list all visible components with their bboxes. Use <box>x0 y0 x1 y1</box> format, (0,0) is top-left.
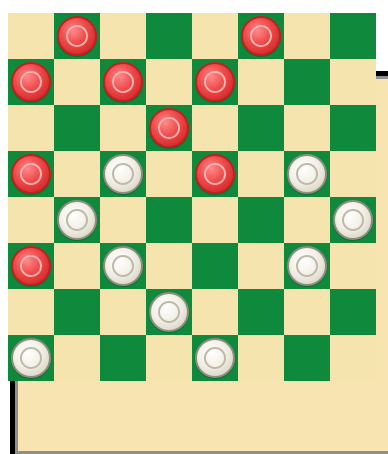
board-square-r3-c6[interactable] <box>284 151 330 197</box>
white-checker-piece[interactable] <box>287 154 327 194</box>
white-checker-piece[interactable] <box>287 246 327 286</box>
red-checker-piece[interactable] <box>11 154 51 194</box>
red-checker-piece[interactable] <box>149 108 189 148</box>
board-square-r1-c2[interactable] <box>100 59 146 105</box>
board-square-r1-c4[interactable] <box>192 59 238 105</box>
board-square-r2-c5[interactable] <box>238 105 284 151</box>
board-square-r4-c2[interactable] <box>100 197 146 243</box>
board-square-r6-c2[interactable] <box>100 289 146 335</box>
board-square-r1-c6[interactable] <box>284 59 330 105</box>
board-square-r0-c5[interactable] <box>238 13 284 59</box>
board-square-r1-c5[interactable] <box>238 59 284 105</box>
board-square-r1-c3[interactable] <box>146 59 192 105</box>
board-square-r3-c0[interactable] <box>8 151 54 197</box>
board-square-r6-c4[interactable] <box>192 289 238 335</box>
board-square-r5-c7[interactable] <box>330 243 376 289</box>
board-square-r4-c5[interactable] <box>238 197 284 243</box>
board-square-r6-c5[interactable] <box>238 289 284 335</box>
board-square-r5-c2[interactable] <box>100 243 146 289</box>
board-square-r4-c1[interactable] <box>54 197 100 243</box>
board-square-r7-c3[interactable] <box>146 335 192 381</box>
board-square-r6-c0[interactable] <box>8 289 54 335</box>
board-square-r3-c4[interactable] <box>192 151 238 197</box>
board-square-r3-c5[interactable] <box>238 151 284 197</box>
board-square-r7-c1[interactable] <box>54 335 100 381</box>
white-checker-piece[interactable] <box>333 200 373 240</box>
board-square-r4-c4[interactable] <box>192 197 238 243</box>
board-square-r5-c3[interactable] <box>146 243 192 289</box>
board-square-r2-c3[interactable] <box>146 105 192 151</box>
red-checker-piece[interactable] <box>57 16 97 56</box>
board-square-r7-c0[interactable] <box>8 335 54 381</box>
board-square-r3-c2[interactable] <box>100 151 146 197</box>
board-square-r0-c0[interactable] <box>8 13 54 59</box>
white-checker-piece[interactable] <box>103 246 143 286</box>
board-square-r0-c4[interactable] <box>192 13 238 59</box>
board-square-r3-c7[interactable] <box>330 151 376 197</box>
red-checker-piece[interactable] <box>103 62 143 102</box>
white-checker-piece[interactable] <box>57 200 97 240</box>
board-square-r0-c1[interactable] <box>54 13 100 59</box>
red-checker-piece[interactable] <box>11 246 51 286</box>
board-square-r4-c6[interactable] <box>284 197 330 243</box>
red-checker-piece[interactable] <box>11 62 51 102</box>
board-square-r2-c4[interactable] <box>192 105 238 151</box>
board-square-r1-c1[interactable] <box>54 59 100 105</box>
board-square-r3-c1[interactable] <box>54 151 100 197</box>
white-checker-piece[interactable] <box>103 154 143 194</box>
board-square-r4-c0[interactable] <box>8 197 54 243</box>
board-square-r2-c6[interactable] <box>284 105 330 151</box>
checkers-board[interactable] <box>8 13 376 381</box>
board-square-r6-c6[interactable] <box>284 289 330 335</box>
white-checker-piece[interactable] <box>149 292 189 332</box>
board-square-r6-c1[interactable] <box>54 289 100 335</box>
board-square-r4-c7[interactable] <box>330 197 376 243</box>
board-square-r2-c7[interactable] <box>330 105 376 151</box>
board-square-r7-c5[interactable] <box>238 335 284 381</box>
white-checker-piece[interactable] <box>195 338 235 378</box>
board-square-r5-c5[interactable] <box>238 243 284 289</box>
board-square-r0-c3[interactable] <box>146 13 192 59</box>
board-square-r5-c0[interactable] <box>8 243 54 289</box>
board-square-r6-c7[interactable] <box>330 289 376 335</box>
board-square-r6-c3[interactable] <box>146 289 192 335</box>
board-square-r7-c2[interactable] <box>100 335 146 381</box>
board-square-r4-c3[interactable] <box>146 197 192 243</box>
board-square-r1-c7[interactable] <box>330 59 376 105</box>
board-square-r5-c4[interactable] <box>192 243 238 289</box>
board-square-r5-c1[interactable] <box>54 243 100 289</box>
board-square-r2-c1[interactable] <box>54 105 100 151</box>
red-checker-piece[interactable] <box>241 16 281 56</box>
red-checker-piece[interactable] <box>195 62 235 102</box>
board-square-r7-c7[interactable] <box>330 335 376 381</box>
white-checker-piece[interactable] <box>11 338 51 378</box>
board-square-r0-c6[interactable] <box>284 13 330 59</box>
board-square-r1-c0[interactable] <box>8 59 54 105</box>
board-square-r3-c3[interactable] <box>146 151 192 197</box>
board-square-r7-c6[interactable] <box>284 335 330 381</box>
board-square-r2-c2[interactable] <box>100 105 146 151</box>
red-checker-piece[interactable] <box>195 154 235 194</box>
board-square-r0-c7[interactable] <box>330 13 376 59</box>
board-square-r5-c6[interactable] <box>284 243 330 289</box>
board-square-r2-c0[interactable] <box>8 105 54 151</box>
board-square-r7-c4[interactable] <box>192 335 238 381</box>
board-square-r0-c2[interactable] <box>100 13 146 59</box>
